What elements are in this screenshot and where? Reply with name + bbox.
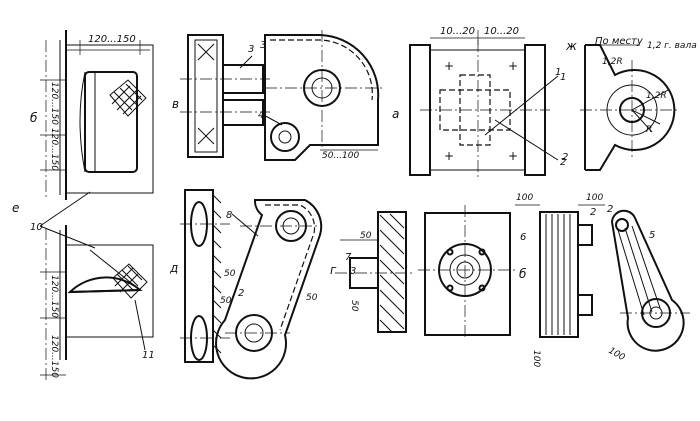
leader-3b: 3 [260, 40, 266, 51]
view-belt-bottom: 5 2 100 [607, 204, 690, 363]
mesh-hatch-upper [109, 79, 147, 117]
leader-line-10b [39, 225, 96, 249]
leader-3c: 3 [350, 266, 356, 277]
dim-120-150-v4: 120...150 [49, 335, 59, 378]
leader-1b: 1 [555, 67, 561, 78]
label-e: е [12, 201, 19, 215]
dim-100-d: 100 [607, 346, 627, 363]
view-a-center: + + + + 10...20 10...20 а 1 2 [392, 26, 566, 180]
dim-1-2r-b: 1,2R [646, 91, 667, 101]
svg-text:+: + [444, 149, 454, 163]
dim-10-20-a: 10...20 [440, 26, 475, 37]
leader-5: 5 [649, 230, 655, 241]
view-v-top: в 3 [172, 34, 270, 158]
dim-50-d: 50 [360, 231, 372, 241]
dim-50-a: 50 [224, 269, 236, 279]
leader-4: 4 [258, 110, 264, 121]
view-link-bottom: 8 50 50 50 2 [215, 199, 323, 380]
view-stack-bottom: 100 100 100 6 2 [515, 193, 605, 367]
dim-50-b: 50 [220, 296, 232, 306]
view-z-top-right: 4 50...100 3 [258, 30, 385, 161]
leader-8: 8 [226, 210, 232, 221]
view-a-top-left: 120...150 120...150 120...150 б [30, 30, 154, 200]
dim-120-150-v2: 120...150 [49, 128, 59, 171]
dim-100-b: 100 [586, 193, 603, 203]
dim-100-c: 100 [531, 350, 541, 367]
dim-120-150-top: 120...150 [88, 34, 136, 45]
label-zh: ж [565, 39, 577, 53]
leader-2: 2 [560, 157, 566, 168]
label-v: в [172, 97, 179, 111]
label-d: д [169, 261, 178, 275]
mesh-hatch-lower [112, 263, 148, 299]
dim-r: R [646, 125, 652, 135]
dim-po-mestu: По месту [595, 36, 644, 47]
leader-1: 1 [560, 72, 566, 83]
dim-50-c: 50 [306, 293, 318, 303]
leader-2c: 2 [590, 207, 596, 218]
view-e-bottom-left: 11 120...150 120...150 [40, 225, 155, 380]
leader-line-10a [39, 191, 91, 227]
leader-2e: 2 [607, 204, 613, 215]
leader-11: 11 [142, 350, 155, 361]
dim-120-150-v1: 120...150 [49, 82, 59, 125]
dim-50-100: 50...100 [322, 151, 359, 161]
dim-10-20-b: 10...20 [484, 26, 519, 37]
leader-3: 3 [248, 44, 254, 55]
dim-120-150-v3: 120...150 [49, 275, 59, 318]
leader-10: 10 [30, 222, 43, 233]
label-b2: б [519, 267, 527, 281]
view-zh-top-right: По месту 1,2R 1,2R R 1,2 г. вала ж 1 2 [555, 36, 697, 171]
label-a: а [392, 107, 399, 121]
label-b: б [30, 111, 38, 125]
view-g-bottom: 7 3 г 50 50 [330, 211, 415, 333]
leader-7: 7 [345, 252, 352, 263]
dim-1-2-vala: 1,2 г. вала [647, 41, 697, 51]
view-d-bottom: д [169, 189, 230, 363]
svg-text:+: + [444, 59, 454, 73]
leader-2d: 2 [562, 152, 568, 163]
dim-1-2r: 1,2R [602, 57, 623, 67]
dim-100-a: 100 [516, 193, 533, 203]
svg-text:+: + [508, 149, 518, 163]
leader-6: 6 [520, 232, 526, 243]
label-g: г [330, 263, 337, 277]
svg-text:+: + [508, 59, 518, 73]
dim-50-e: 50 [349, 300, 359, 312]
leader-2b: 2 [238, 288, 244, 299]
view-plate-bottom: б [418, 205, 527, 340]
